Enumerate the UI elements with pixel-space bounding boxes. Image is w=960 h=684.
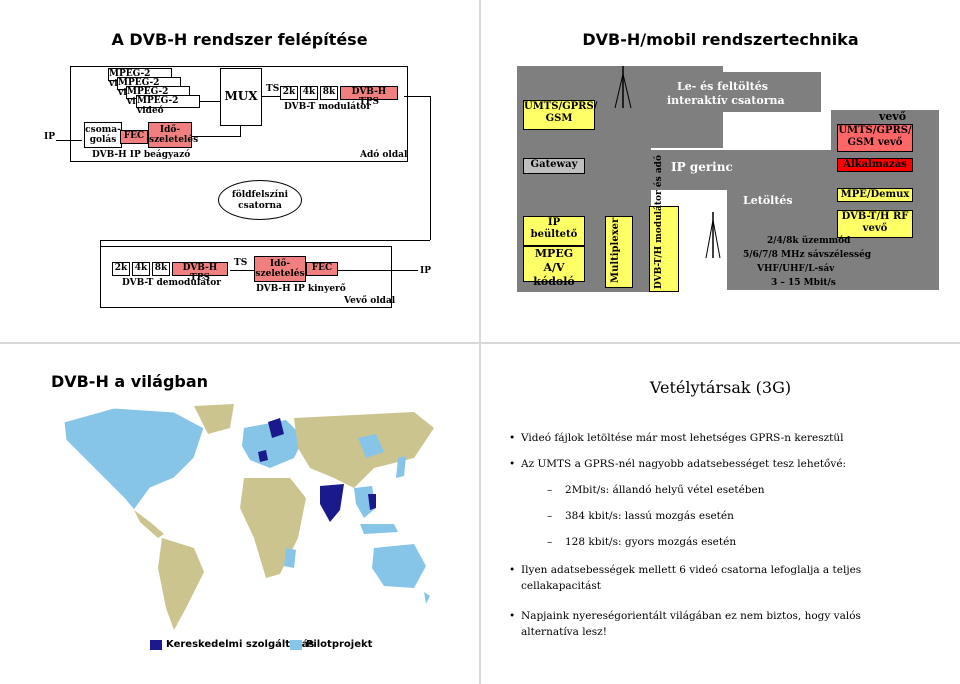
ip-encapsulator: csoma-golás FEC Idő-szeletelés DVB-H IP …: [84, 120, 202, 160]
slide-title: DVB-H/mobil rendszertechnika: [582, 30, 859, 49]
antenna-tower-icon: [614, 66, 632, 109]
gateway-box: Gateway: [523, 158, 585, 174]
world-map: [54, 398, 438, 638]
legend-commercial: Kereskedelmi szolgáltatás: [166, 639, 315, 650]
ip-inserter-box: IP beültető: [523, 216, 585, 246]
slide-mobile-system: DVB-H/mobil rendszertechnika UMTS/GPRS/ …: [481, 0, 960, 342]
umts-receiver-box: UMTS/GPRS/ GSM vevő: [837, 124, 913, 152]
cell-2k: 2k: [112, 262, 130, 276]
demodulator-label: DVB-T demodulátor: [122, 278, 222, 288]
sub-bullet: –384 kbit/s: lassú mozgás esetén: [547, 510, 734, 522]
sub-bullet: –128 kbit/s: gyors mozgás esetén: [547, 536, 737, 548]
slide-dvbh-architecture: A DVB-H rendszer felépítése MPEG-2 videó…: [0, 0, 479, 342]
interactive-label: interaktív csatorna: [667, 94, 785, 107]
time-slicing-cell: Idő-szeletelés: [148, 122, 198, 148]
ts-label: TS: [234, 258, 248, 268]
download-label: Letöltés: [743, 194, 793, 207]
cell-8k: 8k: [152, 262, 170, 276]
cell-2k: 2k: [280, 86, 298, 100]
cell-4k: 4k: [300, 86, 318, 100]
ip-input-label: IP: [44, 132, 55, 142]
receiver-label: vevő: [879, 110, 907, 123]
horizontal-divider: [0, 342, 960, 344]
slide-competitors: Vetélytársak (3G) •Videó fájlok letöltés…: [481, 344, 960, 684]
broadcast-band: [727, 190, 927, 290]
cell-dvbh-tps: DVB-H TPS: [172, 262, 228, 283]
sender-side-label: Adó oldal: [360, 150, 408, 160]
spec-line: VHF/UHF/L-sáv: [757, 264, 835, 274]
umts-gprs-gsm-box: UMTS/GPRS/ GSM: [523, 100, 597, 130]
modulator-cells: 2k 4k 8k DVB-H TPS: [280, 86, 404, 107]
slide-title: Vetélytársak (3G): [649, 378, 792, 397]
time-slicing-cell: Idő-szeletelés: [254, 256, 306, 282]
mpeg-encoder-box: MPEG A/V kódoló: [523, 246, 585, 288]
spec-line: 3 – 15 Mbit/s: [771, 278, 836, 288]
receiver-frame: [100, 246, 392, 308]
fec-cell: FEC: [120, 130, 148, 144]
bullet: •Ilyen adatsebességek mellett 6 videó cs…: [509, 564, 862, 592]
channel-cloud: földfelszíni csatorna: [218, 180, 302, 220]
sub-bullet: –2Mbit/s: állandó helyű vétel esetében: [547, 484, 765, 496]
modulator-label: DVB-T modulátor: [284, 102, 371, 112]
updown-label: Le- és feltöltés: [677, 80, 768, 93]
antenna-tower-icon: [705, 212, 721, 259]
slide-dvbh-world: DVB-H a világban Kereskedelmi szol: [0, 344, 479, 684]
extractor-label: DVB-H IP kinyerő: [256, 284, 346, 294]
bullet: •Az UMTS a GPRS-nél nagyobb adatsebesség…: [509, 458, 847, 470]
fec-cell: FEC: [306, 262, 338, 276]
encapsulator-label: DVB-H IP beágyazó: [92, 150, 191, 160]
multiplexer-box: Multiplexer: [605, 216, 633, 288]
cell-dvbh-tps: DVB-H TPS: [340, 86, 398, 107]
ts-label: TS: [266, 84, 280, 94]
sender-frame: [70, 66, 408, 162]
mpe-demux-box: MPE/Demux: [837, 188, 913, 202]
cell-4k: 4k: [132, 262, 150, 276]
ip-extractor: Idő-szeletelés FEC: [254, 256, 344, 286]
ip-output-label: IP: [420, 266, 431, 276]
spec-line: 2/4/8k üzemmód: [767, 236, 851, 246]
legend-swatch-pilot: [290, 640, 302, 650]
legend-pilot: Pilotprojekt: [306, 639, 373, 650]
demodulator-cells: 2k 4k 8k DVB-H TPS: [112, 262, 232, 283]
spec-line: 5/6/7/8 MHz sávszélesség: [743, 250, 872, 260]
slide-title: DVB-H a világban: [50, 372, 209, 391]
cell-8k: 8k: [320, 86, 338, 100]
mux-box: MUX: [220, 68, 262, 126]
modulator-box: DVB-T/H modulátor és adó: [649, 155, 679, 292]
ip-core-label: IP gerinc: [671, 160, 733, 174]
receiver-side-label: Vevő oldal: [344, 296, 396, 306]
rf-receiver-box: DVB-T/H RF vevő: [837, 210, 913, 238]
mpeg-video-box: MPEG-2 videó: [136, 95, 200, 116]
bullet: •Napjaink nyereségorientált világában ez…: [509, 610, 861, 638]
packing-cell: csoma-golás: [84, 122, 122, 148]
legend-swatch-commercial: [150, 640, 162, 650]
slide-title: A DVB-H rendszer felépítése: [111, 30, 368, 49]
application-box: Alkalmazás: [837, 158, 913, 172]
bullet: •Videó fájlok letöltése már most lehetsé…: [509, 432, 844, 444]
